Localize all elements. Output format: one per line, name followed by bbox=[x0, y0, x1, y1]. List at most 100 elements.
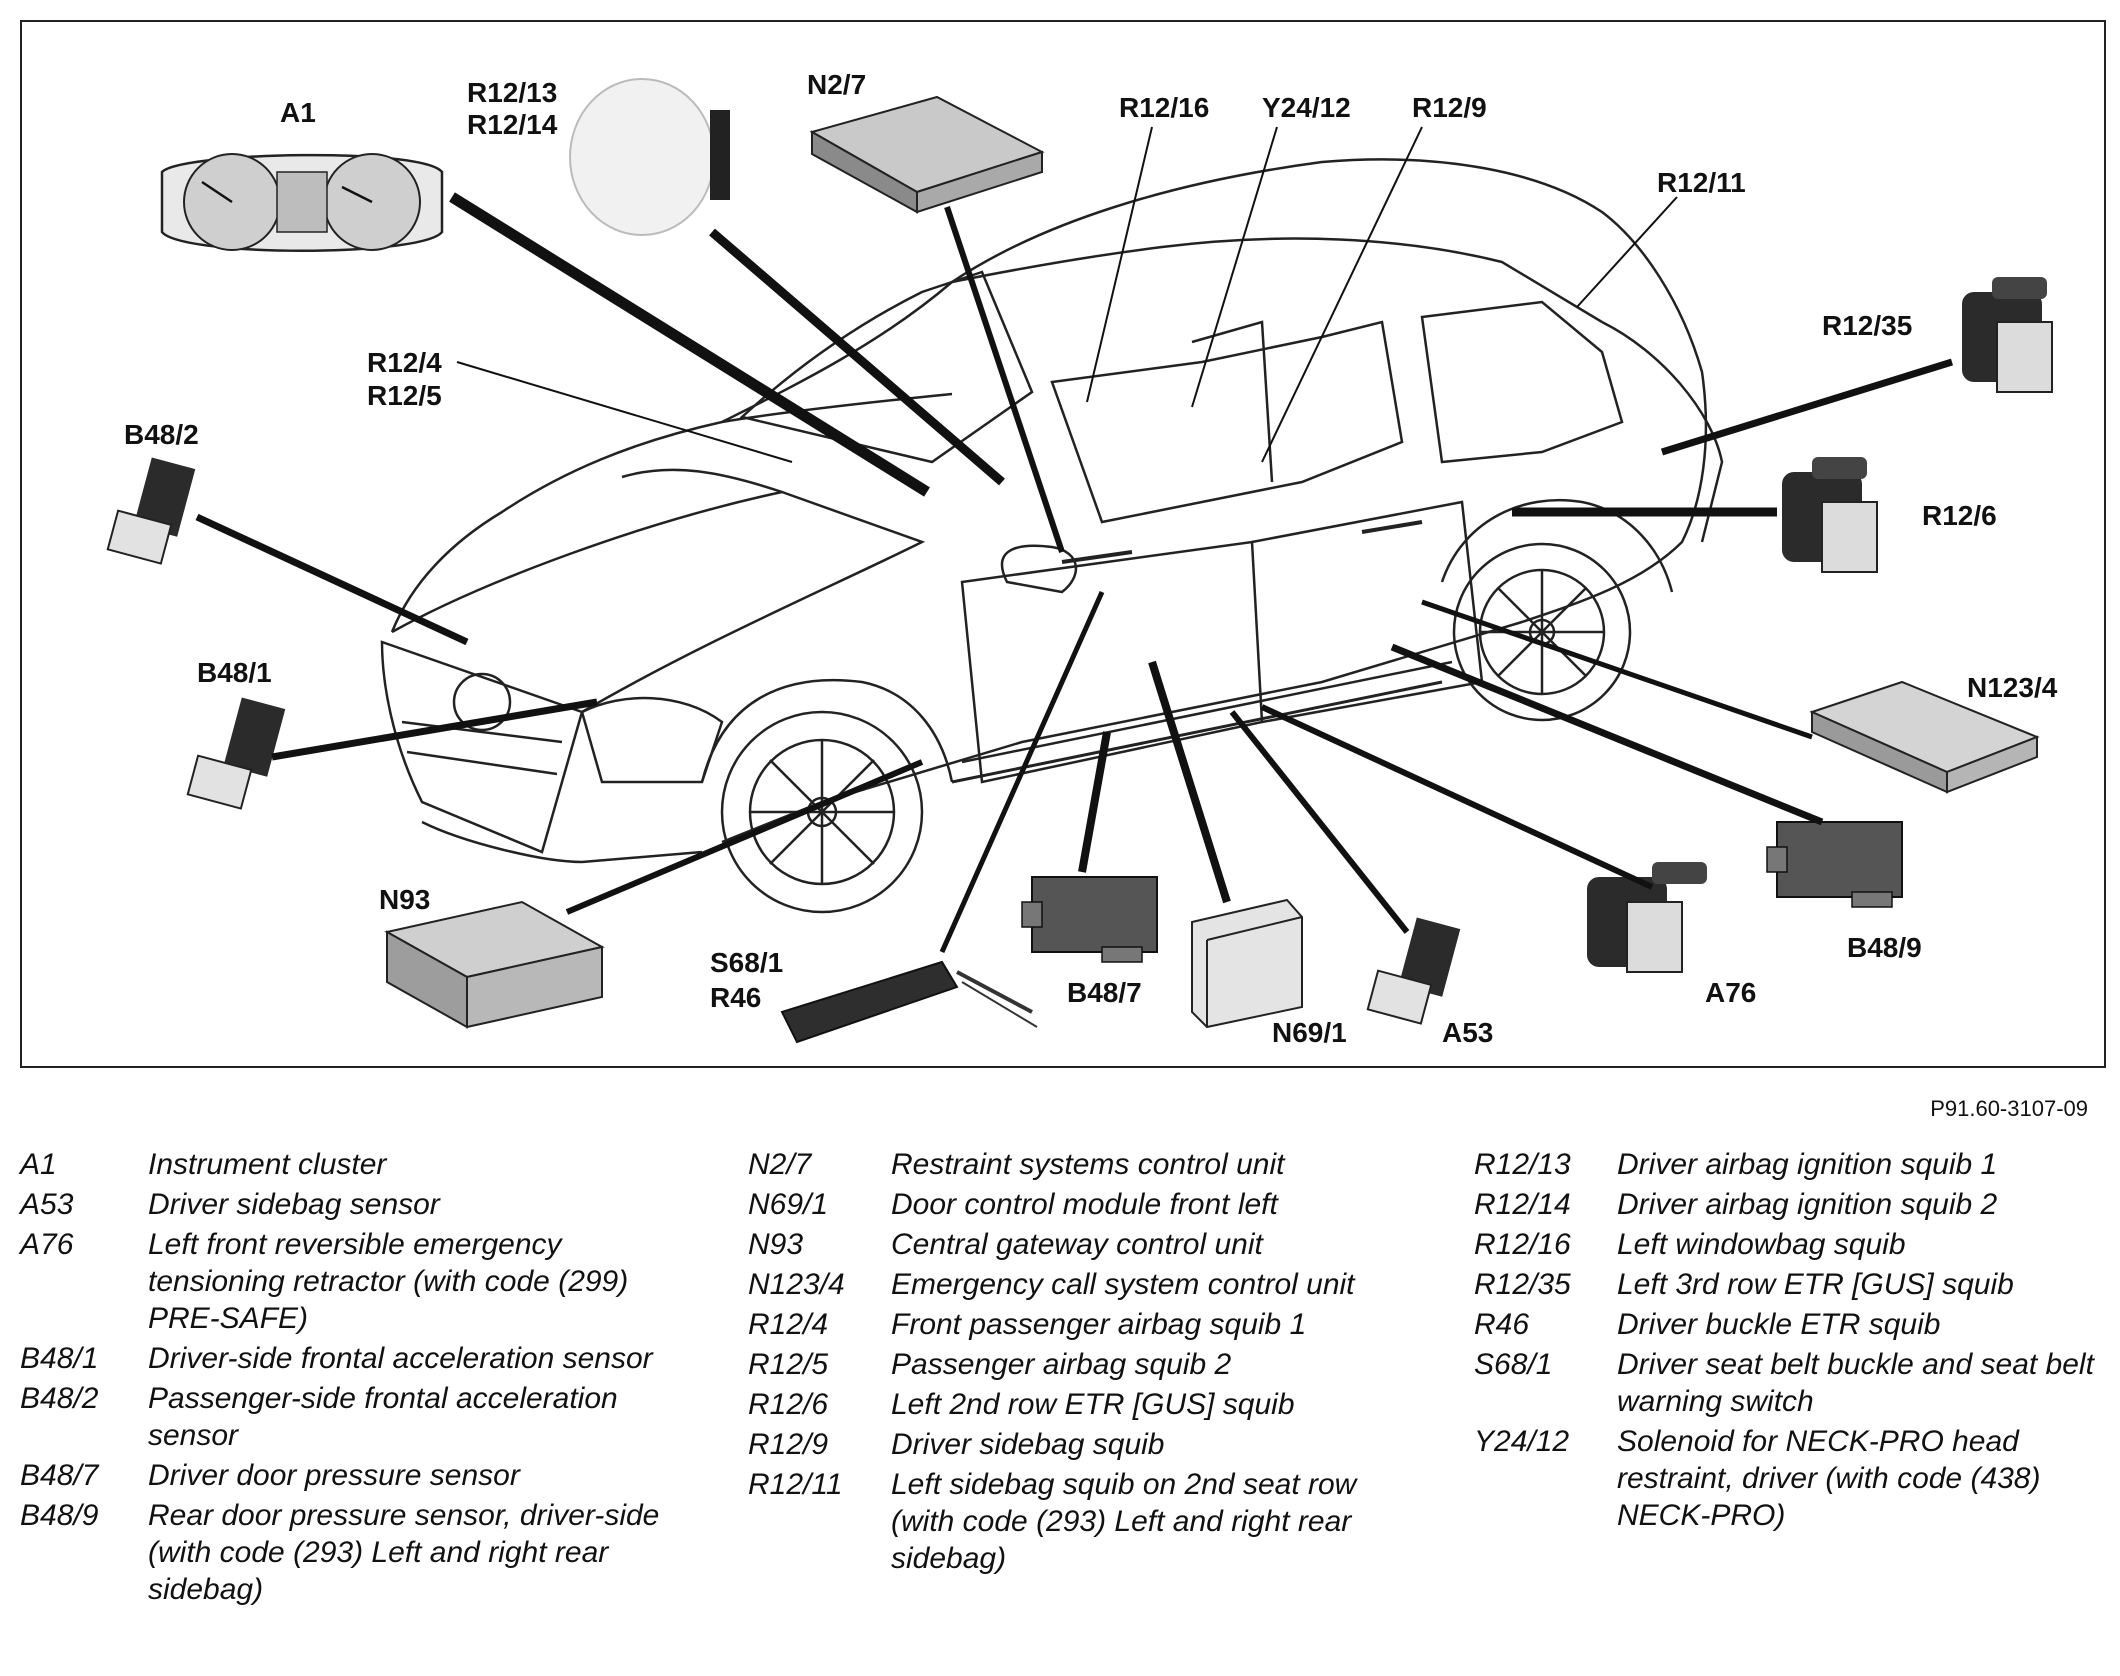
legend-row: R12/14 Driver airbag ignition squib 2 bbox=[1474, 1186, 2094, 1223]
legend-code: A76 bbox=[20, 1228, 74, 1261]
callout-s68-1: S68/1 bbox=[710, 947, 783, 978]
callout-r12-5: R12/5 bbox=[367, 380, 442, 411]
legend-code: R12/35 bbox=[1474, 1268, 1571, 1301]
vehicle-diagram: A1 R12/13 R12/14 N2/7 R12/16 Y24/12 R12/… bbox=[106, 69, 2058, 1048]
legend-description: Central gateway control unit bbox=[891, 1228, 1263, 1261]
legend-row: R12/16 Left windowbag squib bbox=[1474, 1226, 2094, 1263]
legend-row: R46 Driver buckle ETR squib bbox=[1474, 1306, 2094, 1343]
callout-y24-12: Y24/12 bbox=[1262, 92, 1351, 123]
legend-code: A53 bbox=[20, 1188, 74, 1221]
legend-column-1: A1 Instrument cluster A53 Driver sidebag s… bbox=[20, 1146, 700, 1611]
legend-row: B48/2 Passenger-side frontal acceleration… bbox=[20, 1380, 700, 1454]
passenger-frontal-sensor-graphic bbox=[106, 457, 196, 565]
legend-column-2: N2/7 Restraint systems control unit N69/1… bbox=[748, 1146, 1388, 1580]
callout-r12-4: R12/4 bbox=[367, 347, 442, 378]
emergency-call-unit-graphic bbox=[1809, 680, 2040, 794]
door-control-module-graphic bbox=[1191, 898, 1303, 1029]
legend-row: R12/9 Driver sidebag squib bbox=[748, 1426, 1388, 1463]
callout-r12-16: R12/16 bbox=[1119, 92, 1209, 123]
second-row-etr-graphic bbox=[1782, 457, 1878, 573]
legend-row: R12/4 Front passenger airbag squib 1 bbox=[748, 1306, 1388, 1343]
legend-code: B48/1 bbox=[20, 1342, 99, 1375]
component-location-figure: A1 R12/13 R12/14 N2/7 R12/16 Y24/12 R12/… bbox=[20, 20, 2106, 1068]
third-row-etr-graphic bbox=[1962, 277, 2053, 393]
legend-row: B48/7 Driver door pressure sensor bbox=[20, 1457, 700, 1494]
legend-row: R12/35 Left 3rd row ETR [GUS] squib bbox=[1474, 1266, 2094, 1303]
legend-code: B48/2 bbox=[20, 1382, 99, 1415]
legend-row: R12/11 Left sidebag squib on 2nd seat row… bbox=[748, 1466, 1388, 1577]
driver-frontal-sensor-graphic bbox=[186, 697, 286, 810]
legend-code: R12/6 bbox=[748, 1388, 829, 1421]
front-reversible-etr-graphic bbox=[1587, 862, 1707, 973]
driver-sidebag-sensor-graphic bbox=[1366, 917, 1461, 1025]
legend-row: A76 Left front reversible emergency tensi… bbox=[20, 1226, 700, 1337]
callout-r12-6: R12/6 bbox=[1922, 500, 1997, 531]
legend-code: R12/9 bbox=[748, 1428, 829, 1461]
legend-description: Left front reversible emergency tensioni… bbox=[148, 1228, 629, 1335]
legend-code: R12/13 bbox=[1474, 1148, 1571, 1181]
central-gateway-graphic bbox=[384, 900, 605, 1029]
callout-a1: A1 bbox=[280, 97, 316, 128]
callout-r12-13: R12/13 bbox=[467, 77, 557, 108]
legend-code: R12/5 bbox=[748, 1348, 829, 1381]
legend-description: Driver sidebag squib bbox=[891, 1428, 1165, 1461]
figure-reference-code: P91.60-3107-09 bbox=[1930, 1096, 2088, 1121]
legend-code: R12/14 bbox=[1474, 1188, 1571, 1221]
callout-a76: A76 bbox=[1705, 977, 1756, 1008]
legend-code: A1 bbox=[20, 1148, 57, 1181]
legend-description: Driver airbag ignition squib 2 bbox=[1617, 1188, 1998, 1221]
legend-description: Driver seat belt buckle and seat belt wa… bbox=[1617, 1348, 2094, 1418]
legend-description: Passenger airbag squib 2 bbox=[891, 1348, 1232, 1381]
callout-n93: N93 bbox=[379, 884, 430, 915]
callout-r12-9: R12/9 bbox=[1412, 92, 1487, 123]
callout-n123-4: N123/4 bbox=[1967, 672, 2058, 703]
legend-description: Solenoid for NECK-PRO head restraint, dr… bbox=[1617, 1425, 2041, 1532]
legend-row: S68/1 Driver seat belt buckle and seat be… bbox=[1474, 1346, 2094, 1420]
legend-row: A1 Instrument cluster bbox=[20, 1146, 700, 1183]
legend-row: R12/5 Passenger airbag squib 2 bbox=[748, 1346, 1388, 1383]
legend-row: A53 Driver sidebag sensor bbox=[20, 1186, 700, 1223]
legend-description: Front passenger airbag squib 1 bbox=[891, 1308, 1307, 1341]
legend-code: S68/1 bbox=[1474, 1348, 1553, 1381]
legend-description: Rear door pressure sensor, driver-side (… bbox=[148, 1499, 660, 1606]
callout-b48-9: B48/9 bbox=[1847, 932, 1922, 963]
legend-row: N2/7 Restraint systems control unit bbox=[748, 1146, 1388, 1183]
legend-description: Left sidebag squib on 2nd seat row (with… bbox=[891, 1468, 1357, 1575]
legend-row: R12/13 Driver airbag ignition squib 1 bbox=[1474, 1146, 2094, 1183]
callout-n69-1: N69/1 bbox=[1272, 1017, 1347, 1048]
legend-description: Driver airbag ignition squib 1 bbox=[1617, 1148, 1998, 1181]
callout-r12-14: R12/14 bbox=[467, 109, 558, 140]
legend-code: N69/1 bbox=[748, 1188, 829, 1221]
legend-description: Driver door pressure sensor bbox=[148, 1459, 520, 1492]
callout-b48-1: B48/1 bbox=[197, 657, 272, 688]
legend-code: N123/4 bbox=[748, 1268, 845, 1301]
legend-code: N2/7 bbox=[748, 1148, 812, 1181]
legend-code: B48/7 bbox=[20, 1459, 99, 1492]
callout-b48-2: B48/2 bbox=[124, 419, 199, 450]
legend-row: B48/1 Driver-side frontal acceleration se… bbox=[20, 1340, 700, 1377]
legend-description: Left windowbag squib bbox=[1617, 1228, 1906, 1261]
legend-code: R12/11 bbox=[748, 1468, 843, 1501]
legend-description: Driver buckle ETR squib bbox=[1617, 1308, 1941, 1341]
legend-code: R12/4 bbox=[748, 1308, 829, 1341]
leader-lines bbox=[195, 126, 1954, 954]
legend-description: Driver-side frontal acceleration sensor bbox=[148, 1342, 653, 1375]
legend-code: R46 bbox=[1474, 1308, 1530, 1341]
legend-code: R12/16 bbox=[1474, 1228, 1571, 1261]
rear-door-sensor-graphic bbox=[1766, 821, 1903, 908]
callout-n2-7: N2/7 bbox=[807, 69, 866, 100]
legend-description: Passenger-side frontal acceleration sens… bbox=[148, 1382, 618, 1452]
legend-description: Door control module front left bbox=[891, 1188, 1278, 1221]
callout-a53: A53 bbox=[1442, 1017, 1493, 1048]
legend-description: Left 2nd row ETR [GUS] squib bbox=[891, 1388, 1295, 1421]
legend-description: Restraint systems control unit bbox=[891, 1148, 1285, 1181]
legend-row: R12/6 Left 2nd row ETR [GUS] squib bbox=[748, 1386, 1388, 1423]
legend-description: Instrument cluster bbox=[148, 1148, 387, 1181]
legend-row: N69/1 Door control module front left bbox=[748, 1186, 1388, 1223]
legend-description: Driver sidebag sensor bbox=[148, 1188, 440, 1221]
legend-description: Left 3rd row ETR [GUS] squib bbox=[1617, 1268, 2014, 1301]
